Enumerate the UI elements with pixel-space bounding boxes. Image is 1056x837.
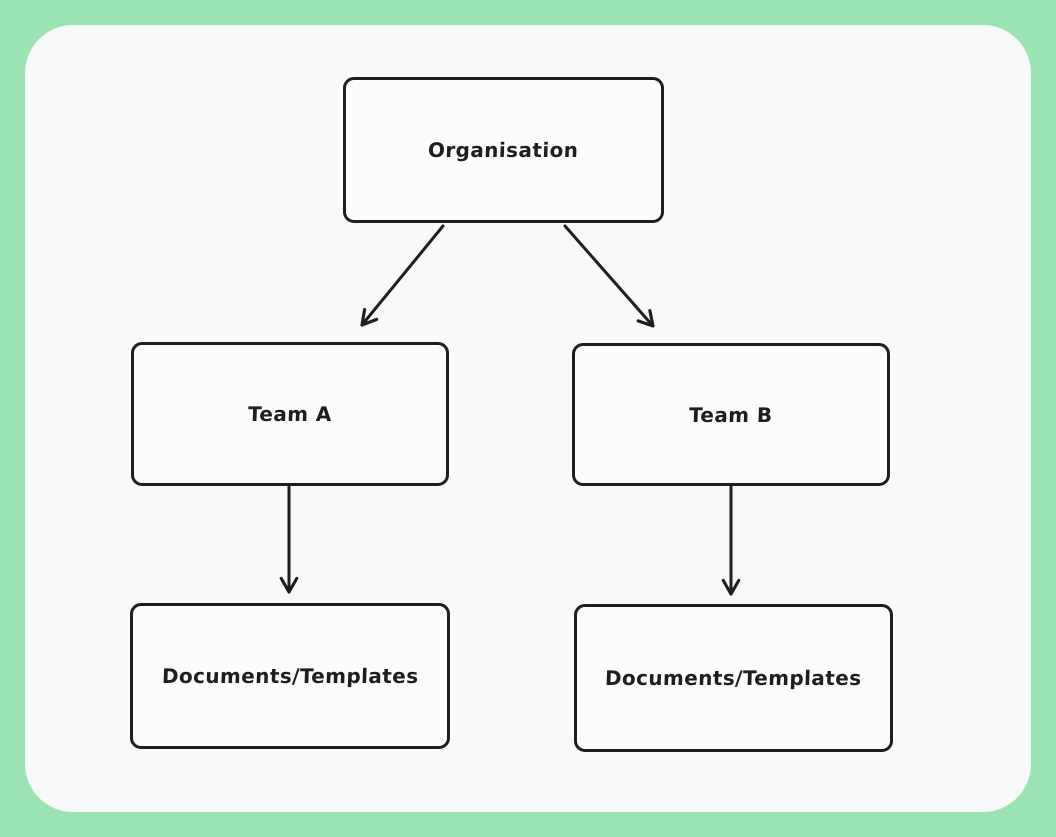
edge-organisation-team-b[interactable] — [563, 224, 655, 328]
node-documents-templates-a[interactable]: Documents/Templates — [130, 603, 450, 749]
node-team-a[interactable]: Team A — [131, 342, 449, 486]
node-team-b[interactable]: Team B — [572, 343, 890, 486]
node-documents-templates-b[interactable]: Documents/Templates — [574, 604, 893, 752]
node-label: Team B — [688, 402, 774, 427]
node-label: Documents/Templates — [604, 666, 863, 690]
node-organisation[interactable]: Organisation — [343, 77, 664, 223]
edge-organisation-team-a[interactable] — [360, 224, 445, 327]
node-label: Documents/Templates — [161, 664, 419, 688]
node-label: Organisation — [427, 138, 580, 162]
node-label: Team A — [247, 402, 333, 426]
